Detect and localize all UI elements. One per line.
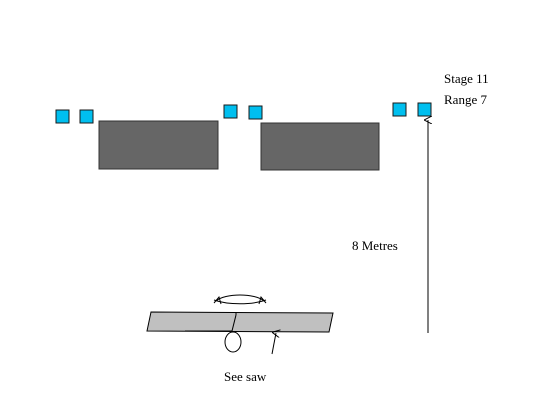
stage-title: Stage 11	[444, 71, 489, 86]
range-title: Range 7	[444, 92, 487, 107]
target-2	[79, 109, 94, 124]
barricade-left	[98, 120, 219, 170]
seesaw-pointer-arrow	[272, 333, 276, 355]
rotation-arrow-icon	[213, 294, 267, 305]
targets-group	[55, 102, 432, 124]
target-4	[248, 105, 263, 120]
seesaw-graphic	[146, 294, 334, 355]
target-5	[392, 102, 407, 117]
distance-label: 8 Metres	[352, 238, 398, 253]
seesaw-pivot	[224, 331, 242, 353]
target-3	[223, 104, 238, 119]
barricade-right	[260, 122, 380, 171]
seesaw-plank	[146, 311, 334, 333]
target-6	[417, 102, 432, 117]
seesaw-label: See saw	[224, 369, 267, 384]
target-1	[55, 109, 70, 124]
